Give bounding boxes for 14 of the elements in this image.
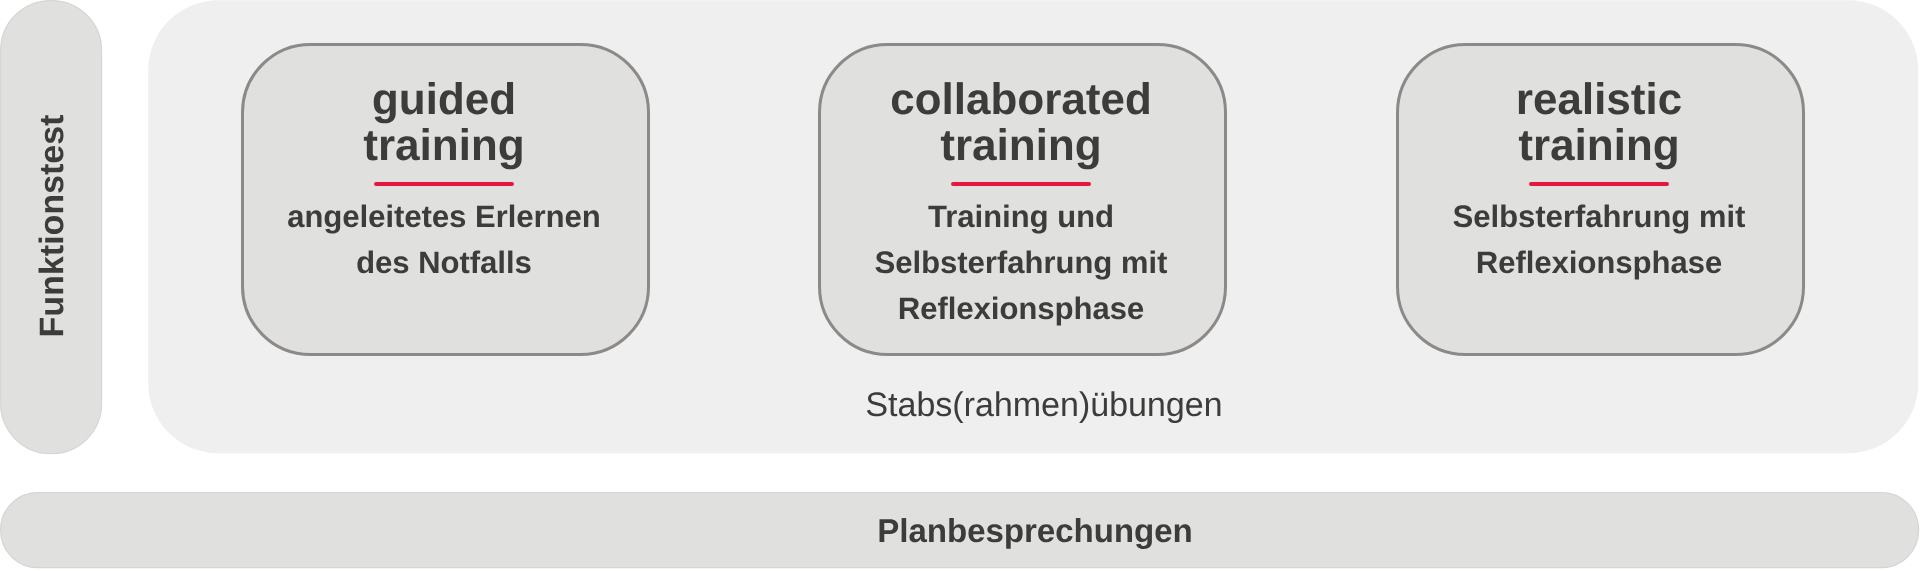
vertical-pill bbox=[0, 0, 103, 455]
panel-label: Stabs(rahmen)übungen bbox=[866, 391, 1221, 424]
bar-label: Planbesprechungen bbox=[879, 518, 1191, 549]
card-description: Training und Selbsterfahrung mit Reflexionsphase bbox=[875, 204, 1167, 326]
training-card bbox=[818, 43, 1227, 356]
base-bar bbox=[0, 492, 1920, 569]
pill-label: Funktionstest bbox=[38, 114, 64, 336]
card-title: collaborated training bbox=[891, 82, 1149, 170]
training-card bbox=[1396, 43, 1805, 356]
card-description: angeleitetes Erlernen des Notfalls bbox=[288, 204, 599, 274]
training-card bbox=[241, 43, 650, 356]
card-title: guided training bbox=[363, 82, 522, 170]
card-title: realistic training bbox=[1518, 82, 1681, 170]
card-description: Selbsterfahrung mit Reflexionsphase bbox=[1453, 204, 1745, 280]
